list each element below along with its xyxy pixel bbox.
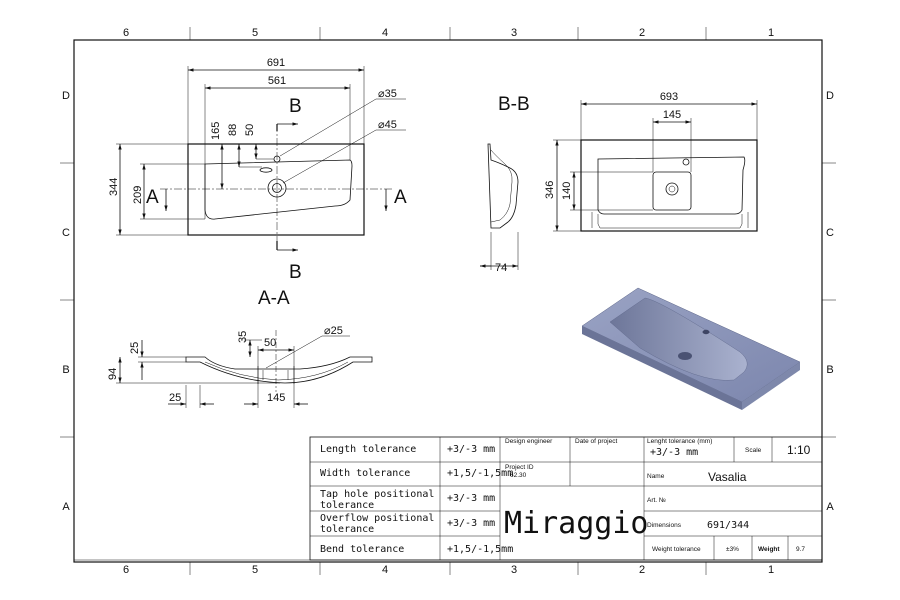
section-aa-labels: 25 94 35 50 25 145 ⌀25	[107, 325, 343, 404]
dim-overflow-145: 145	[663, 109, 681, 121]
basin-3d-rendering	[581, 287, 801, 410]
grid-row-labels-left: D C B A	[62, 90, 70, 513]
dim-length-bowl: 561	[268, 75, 286, 87]
section-aa-profile	[116, 330, 373, 408]
tolerance-value-tap-hole: +3/-3 mm	[447, 493, 495, 504]
cut-label-a-left: A	[146, 187, 159, 208]
project-id-label: Project ID	[505, 464, 534, 471]
dim-diameter-45: ⌀45	[378, 119, 397, 131]
section-bb-labels: B-B 74	[495, 94, 530, 274]
dim-165: 165	[210, 122, 222, 140]
weight-value: 9.7	[796, 546, 805, 553]
grid-col-2: 2	[639, 27, 645, 39]
dim-depth-74: 74	[495, 262, 507, 274]
dim-diameter-25: ⌀25	[324, 325, 343, 337]
grid-row-d: D	[62, 90, 70, 102]
grid-row-a: A	[826, 501, 834, 513]
grid-column-labels-top: 6 5 4 3 2 1	[123, 27, 774, 39]
grid-col-5: 5	[252, 564, 258, 576]
title-block	[309, 436, 823, 561]
brand-logo-text: Miraggio	[504, 506, 649, 541]
tolerance-label-width: Width tolerance	[320, 468, 410, 479]
dim-50: 50	[264, 337, 276, 349]
dim-width-total: 344	[108, 178, 120, 196]
dim-overflow-140: 140	[561, 182, 573, 200]
grid-col-6: 6	[123, 564, 129, 576]
grid-row-b: B	[826, 364, 833, 376]
weight-label: Weight	[758, 546, 780, 553]
lenght-tolerance-label: Lenght tolerance (mm)	[647, 438, 712, 445]
date-of-project-label: Date of project	[575, 438, 617, 445]
scale-value: 1:10	[787, 443, 811, 457]
tolerance-label-tap-hole-line2: tolerance	[320, 500, 374, 511]
grid-col-1: 1	[768, 27, 774, 39]
tolerance-value-length: +3/-3 mm	[447, 444, 495, 455]
dimensions-value: 691/344	[707, 520, 749, 531]
section-bb-front	[553, 100, 758, 232]
grid-row-d: D	[826, 90, 834, 102]
weight-tolerance-label: Weight tolerance	[652, 546, 701, 553]
title-block-text: Length tolerance +3/-3 mm Width toleranc…	[320, 438, 811, 555]
art-number-label: Art. №	[647, 497, 666, 504]
tolerance-label-bend: Bend tolerance	[320, 544, 404, 555]
dim-length-total: 691	[267, 57, 285, 69]
tolerance-label-tap-hole-line1: Tap hole positional	[320, 489, 434, 500]
tolerance-label-overflow-line1: Overflow positional	[320, 513, 434, 524]
section-bb-front-labels: 693 145 346 140	[544, 91, 681, 200]
section-bb-profile	[480, 143, 519, 270]
grid-row-labels-right: D C B A	[826, 90, 834, 513]
dimensions-label: Dimensions	[647, 522, 682, 529]
dim-width-bowl: 209	[132, 186, 144, 204]
name-label: Name	[647, 473, 665, 480]
grid-row-c: C	[62, 227, 70, 239]
design-engineer-label: Design engineer	[505, 438, 553, 445]
tolerance-label-overflow-line2: tolerance	[320, 524, 374, 535]
grid-col-5: 5	[252, 27, 258, 39]
dim-88: 88	[227, 124, 239, 136]
lenght-tolerance-value: +3/-3 mm	[650, 447, 698, 458]
top-view	[116, 66, 406, 252]
grid-col-4: 4	[382, 564, 388, 576]
grid-row-b: B	[62, 364, 69, 376]
grid-row-c: C	[826, 227, 834, 239]
section-title-b-b: B-B	[498, 94, 530, 115]
dim-length-693: 693	[660, 91, 678, 103]
tolerance-label-length: Length tolerance	[320, 444, 416, 455]
grid-column-labels-bottom: 6 5 4 3 2 1	[123, 564, 774, 576]
weight-tolerance-value: ±3%	[726, 546, 739, 553]
project-id-value: 62.30	[510, 472, 527, 479]
grid-col-3: 3	[511, 27, 517, 39]
grid-col-6: 6	[123, 27, 129, 39]
dim-rim-25: 25	[129, 342, 141, 354]
grid-col-4: 4	[382, 27, 388, 39]
grid-col-2: 2	[639, 564, 645, 576]
tolerance-value-bend: +1,5/-1,5mm	[447, 544, 513, 555]
dim-offset-25: 25	[169, 392, 181, 404]
dim-diameter-35: ⌀35	[378, 88, 397, 100]
cut-label-b-top: B	[289, 96, 302, 117]
cut-label-a-right: A	[394, 187, 407, 208]
tolerance-value-overflow: +3/-3 mm	[447, 518, 495, 529]
dim-35: 35	[237, 331, 249, 343]
dim-width-346: 346	[544, 181, 556, 199]
dim-drain-145: 145	[267, 392, 285, 404]
dim-height-94: 94	[107, 368, 119, 380]
grid-col-1: 1	[768, 564, 774, 576]
cut-label-b-bottom: B	[289, 262, 302, 283]
product-name: Vasalia	[708, 470, 747, 484]
tolerance-value-width: +1,5/-1,5mm	[447, 468, 513, 479]
grid-row-a: A	[62, 501, 70, 513]
scale-label: Scale	[745, 447, 762, 454]
section-title-a-a: A-A	[258, 288, 290, 309]
dim-50: 50	[244, 124, 256, 136]
grid-col-3: 3	[511, 564, 517, 576]
top-view-dimension-labels: 691 561 165 88 50 344 209 ⌀35 ⌀45 B B A …	[108, 57, 407, 309]
